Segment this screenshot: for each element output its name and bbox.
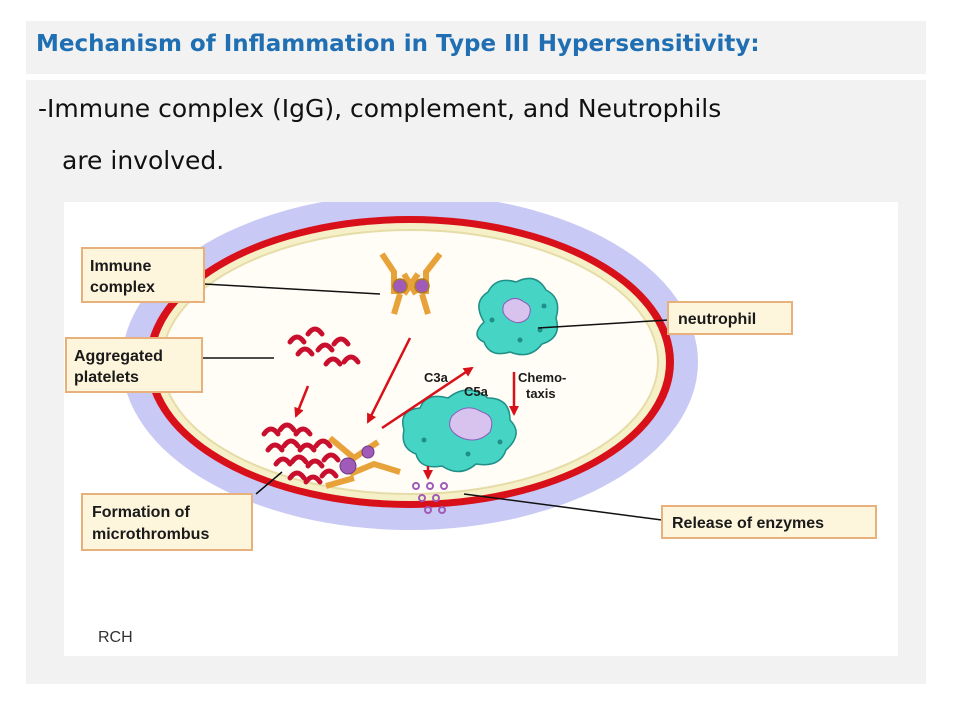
c3a-label: C3a [424,370,449,385]
label-immune-complex-line-1: Immune [90,258,151,275]
content-box: -Immune complex (IgG), complement, and N… [26,80,926,684]
aggregated-platelets-icon [287,326,361,367]
microthrombus-icon [261,422,341,485]
credit-label: RCH [98,629,133,646]
process-arrows [294,337,519,480]
label-aggregated-line-1: Aggregated [74,348,163,365]
vessel-lumen [161,229,659,495]
c5a-label: C5a [464,384,489,399]
label-microthrombus-line-2: microthrombus [92,526,209,543]
chemotaxis-label-line-1: Chemo- [518,370,566,385]
label-neutrophil-text: neutrophil [678,311,756,328]
title-bar: Mechanism of Inflammation in Type III Hy… [26,21,926,74]
callout-leader-lines [202,283,669,521]
bound-immune-complex-icon [325,435,401,489]
label-immune-complex-line-2: complex [90,279,155,296]
bullet-text-line-2: are involved. [62,146,225,175]
label-release-of-enzymes-text: Release of enzymes [672,515,824,532]
bullet-text-line-1: -Immune complex (IgG), complement, and N… [38,94,722,123]
label-aggregated-platelets: Aggregated platelets [65,337,203,393]
released-enzymes-icon [412,482,448,514]
label-immune-complex: Immune complex [81,247,205,303]
slide-title: Mechanism of Inflammation in Type III Hy… [36,31,760,57]
type3-hypersensitivity-diagram: C3a C5a Chemo- taxis Immune complex Aggr… [65,202,877,646]
label-release-of-enzymes: Release of enzymes [661,505,877,539]
label-aggregated-line-2: platelets [74,369,139,386]
immune-complex-icon [379,252,443,315]
neutrophil-cell-icon [476,277,559,356]
label-microthrombus-line-1: Formation of [92,504,190,521]
label-neutrophil: neutrophil [667,301,793,335]
label-microthrombus: Formation of microthrombus [81,493,253,551]
diagram-panel: C3a C5a Chemo- taxis Immune complex Aggr… [64,202,898,656]
chemotaxis-label-line-2: taxis [526,386,556,401]
